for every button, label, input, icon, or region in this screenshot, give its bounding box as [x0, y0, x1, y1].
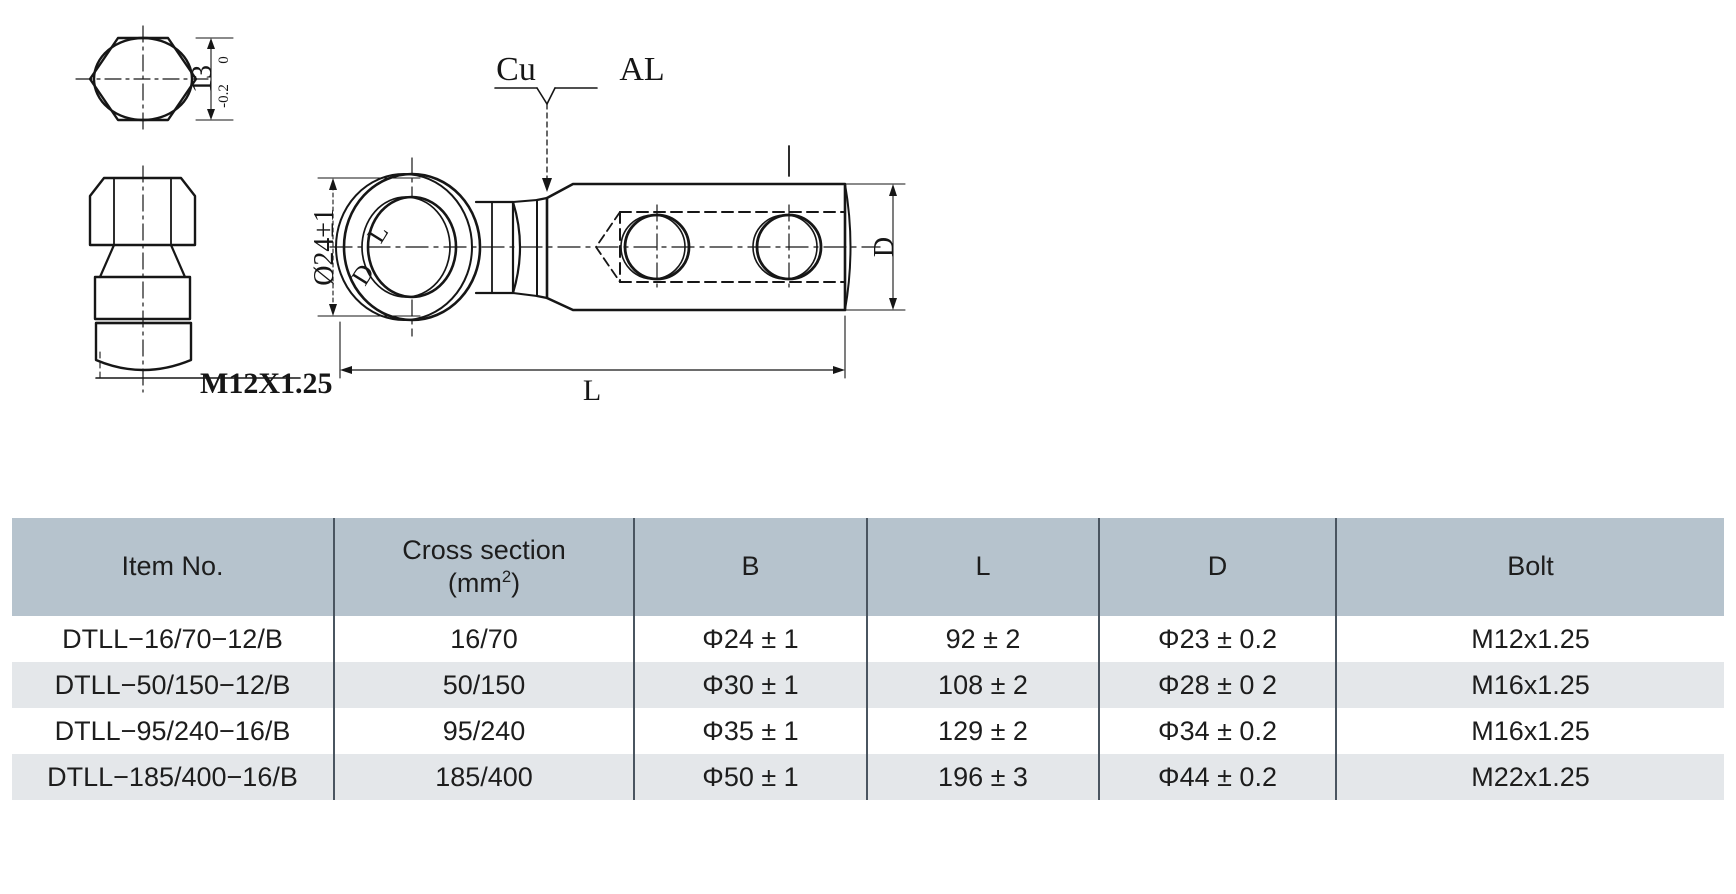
cell-item-no: DTLL−185/400−16/B	[12, 754, 335, 800]
column-header-l: L	[867, 518, 1100, 616]
barrel-diameter-label: D	[869, 237, 900, 257]
bolt-head-thickness-label: 13	[187, 65, 218, 93]
cell-l: 108 ± 2	[867, 662, 1100, 708]
bolt-head-tol-upper: 0	[216, 56, 232, 64]
cell-cross-section: 16/70	[334, 616, 635, 662]
table-row: DTLL−185/400−16/B 185/400 Φ50 ± 1 196 ± …	[12, 754, 1724, 800]
cell-b: Φ35 ± 1	[634, 708, 868, 754]
column-header-bolt: Bolt	[1336, 518, 1724, 616]
ring-hole-label: D	[346, 259, 381, 290]
bolt-top-view	[75, 25, 211, 133]
ring-diameter-dimension	[317, 177, 421, 317]
cell-d: Φ34 ± 0.2	[1099, 708, 1337, 754]
table-row: DTLL−95/240−16/B 95/240 Φ35 ± 1 129 ± 2 …	[12, 708, 1724, 754]
cell-b: Φ24 ± 1	[634, 616, 868, 662]
column-header-d: D	[1099, 518, 1337, 616]
ring-inner-label: L	[361, 219, 394, 248]
specification-table-container: Item No. Cross section (mm2) B L D Bolt	[12, 518, 1724, 800]
cell-item-no: DTLL−50/150−12/B	[12, 662, 335, 708]
drawing-canvas: 13 0 -0.2 M12X1.25 Cu AL Ø24±1 L D D L	[75, 25, 906, 407]
material-al-label: AL	[619, 51, 664, 88]
column-header-cross-section-exponent: 2	[501, 566, 512, 586]
cell-item-no: DTLL−16/70−12/B	[12, 616, 335, 662]
cell-l: 129 ± 2	[867, 708, 1100, 754]
cell-bolt: M16x1.25	[1471, 669, 1590, 700]
column-header-b: B	[634, 518, 868, 616]
cell-bolt: M22x1.25	[1471, 761, 1590, 792]
cell-b: Φ30 ± 1	[634, 662, 868, 708]
table-row: DTLL−16/70−12/B 16/70 Φ24 ± 1 92 ± 2 Φ23…	[12, 616, 1724, 662]
column-header-d-label: D	[1207, 551, 1228, 582]
cell-item-no: DTLL−95/240−16/B	[12, 708, 335, 754]
material-cu-label: Cu	[496, 51, 536, 88]
bolt-side-view	[88, 165, 301, 393]
column-header-bolt-label: Bolt	[1507, 551, 1554, 582]
column-header-item-no: Item No.	[12, 518, 335, 616]
column-header-b-label: B	[741, 551, 760, 582]
cell-l: 196 ± 3	[867, 754, 1100, 800]
cell-d: Φ44 ± 0.2	[1099, 754, 1337, 800]
column-header-cross-section-unit-tail: )	[511, 567, 521, 598]
column-header-cross-section-label: Cross section	[402, 534, 566, 565]
material-callout	[494, 87, 598, 192]
column-header-l-label: L	[975, 551, 991, 582]
cell-cross-section: 50/150	[334, 662, 635, 708]
barrel-diameter-dimension	[844, 183, 906, 311]
technical-drawing: 13 0 -0.2 M12X1.25 Cu AL Ø24±1 L D D L	[75, 25, 906, 407]
ring-diameter-label: Ø24±1	[309, 208, 340, 286]
bolt-head-thickness-dimension	[195, 37, 234, 121]
specification-table: Item No. Cross section (mm2) B L D Bolt	[12, 518, 1724, 800]
overall-length-dimension	[339, 315, 846, 379]
cell-bolt: M16x1.25	[1471, 715, 1590, 746]
column-header-cross-section-unit: (mm	[447, 567, 502, 598]
cell-b: Φ50 ± 1	[634, 754, 868, 800]
column-header-cross-section: Cross section (mm2)	[334, 518, 635, 616]
bolt-head-tol-lower: -0.2	[216, 84, 232, 108]
bolt-thread-label: M12X1.25	[200, 367, 332, 400]
table-row: DTLL−50/150−12/B 50/150 Φ30 ± 1 108 ± 2 …	[12, 662, 1724, 708]
cell-d: Φ23 ± 0.2	[1099, 616, 1337, 662]
lug-transition	[474, 196, 549, 300]
cell-cross-section: 95/240	[334, 708, 635, 754]
cell-bolt: M12x1.25	[1471, 623, 1590, 654]
cell-l: 92 ± 2	[867, 616, 1100, 662]
overall-length-label: L	[583, 374, 601, 407]
column-header-item-no-label: Item No.	[121, 551, 224, 582]
cell-d: Φ28 ± 0 2	[1099, 662, 1337, 708]
cell-cross-section: 185/400	[334, 754, 635, 800]
table-header-row: Item No. Cross section (mm2) B L D Bolt	[12, 518, 1724, 616]
